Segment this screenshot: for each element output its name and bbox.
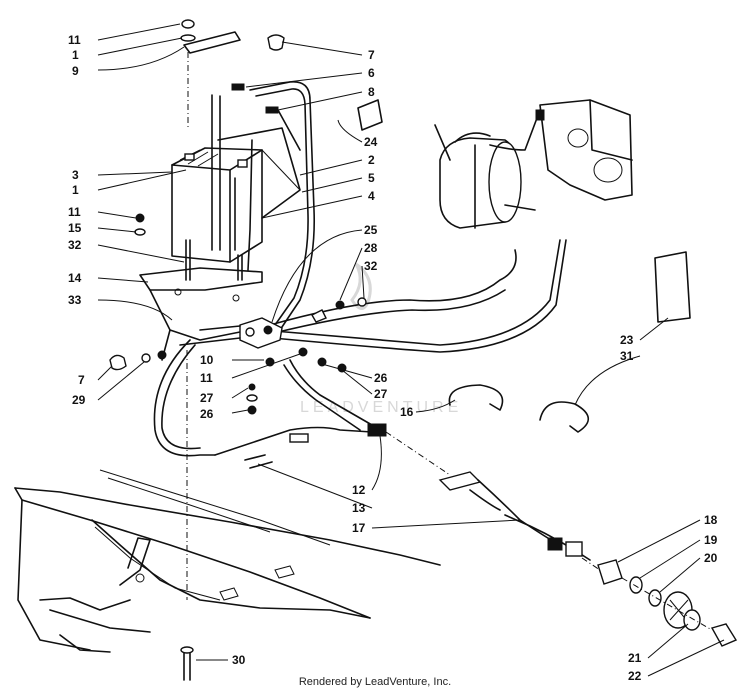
callout-1: 1 bbox=[72, 183, 79, 197]
callout-1: 1 bbox=[72, 48, 79, 62]
callout-10: 10 bbox=[200, 353, 214, 367]
callout-11: 11 bbox=[68, 205, 81, 219]
callout-22: 22 bbox=[628, 669, 642, 683]
clamps bbox=[448, 384, 590, 433]
credit-text: Rendered by LeadVenture, Inc. bbox=[298, 676, 452, 688]
callout-24: 24 bbox=[364, 135, 378, 149]
callout-11: 11 bbox=[68, 33, 81, 47]
plates bbox=[357, 99, 691, 323]
battery-bracket bbox=[139, 267, 263, 361]
callout-9: 9 bbox=[72, 64, 79, 78]
callout-20: 20 bbox=[704, 551, 718, 565]
hold-down-rod bbox=[180, 19, 241, 681]
callout-7: 7 bbox=[78, 373, 85, 387]
callout-32: 32 bbox=[364, 259, 378, 273]
callout-26: 26 bbox=[200, 407, 214, 421]
callout-15: 15 bbox=[68, 221, 82, 235]
wire-harness bbox=[153, 339, 451, 476]
chassis-hood bbox=[14, 469, 441, 653]
callout-26: 26 bbox=[374, 371, 388, 385]
battery-cables bbox=[231, 34, 567, 353]
battery bbox=[171, 94, 301, 263]
switch-harness bbox=[438, 471, 601, 571]
callout-14: 14 bbox=[68, 271, 82, 285]
callout-13: 13 bbox=[352, 501, 366, 515]
callout-labels: 11 1 9 3 1 11 15 32 14 33 7 29 7 6 8 24 … bbox=[68, 33, 718, 683]
solenoid bbox=[109, 213, 367, 415]
callout-3: 3 bbox=[72, 168, 79, 182]
callout-29: 29 bbox=[72, 393, 86, 407]
callout-7: 7 bbox=[368, 48, 375, 62]
callout-5: 5 bbox=[368, 171, 375, 185]
callout-18: 18 bbox=[704, 513, 718, 527]
callout-2: 2 bbox=[368, 153, 375, 167]
callout-28: 28 bbox=[364, 241, 378, 255]
callout-6: 6 bbox=[368, 66, 375, 80]
callout-33: 33 bbox=[68, 293, 82, 307]
leader-lines bbox=[97, 23, 725, 677]
callout-11: 11 bbox=[200, 371, 213, 385]
callout-25: 25 bbox=[364, 223, 378, 237]
callout-8: 8 bbox=[368, 85, 375, 99]
callout-17: 17 bbox=[352, 521, 366, 535]
callout-16: 16 bbox=[400, 405, 414, 419]
callout-31: 31 bbox=[620, 349, 634, 363]
callout-27: 27 bbox=[374, 387, 388, 401]
starter-motor bbox=[434, 99, 633, 229]
callout-4: 4 bbox=[368, 189, 375, 203]
callout-32: 32 bbox=[68, 238, 82, 252]
callout-27: 27 bbox=[200, 391, 214, 405]
key-switch bbox=[597, 559, 738, 647]
callout-30: 30 bbox=[232, 653, 246, 667]
callout-21: 21 bbox=[628, 651, 642, 665]
callout-23: 23 bbox=[620, 333, 634, 347]
callout-19: 19 bbox=[704, 533, 718, 547]
callout-12: 12 bbox=[352, 483, 366, 497]
